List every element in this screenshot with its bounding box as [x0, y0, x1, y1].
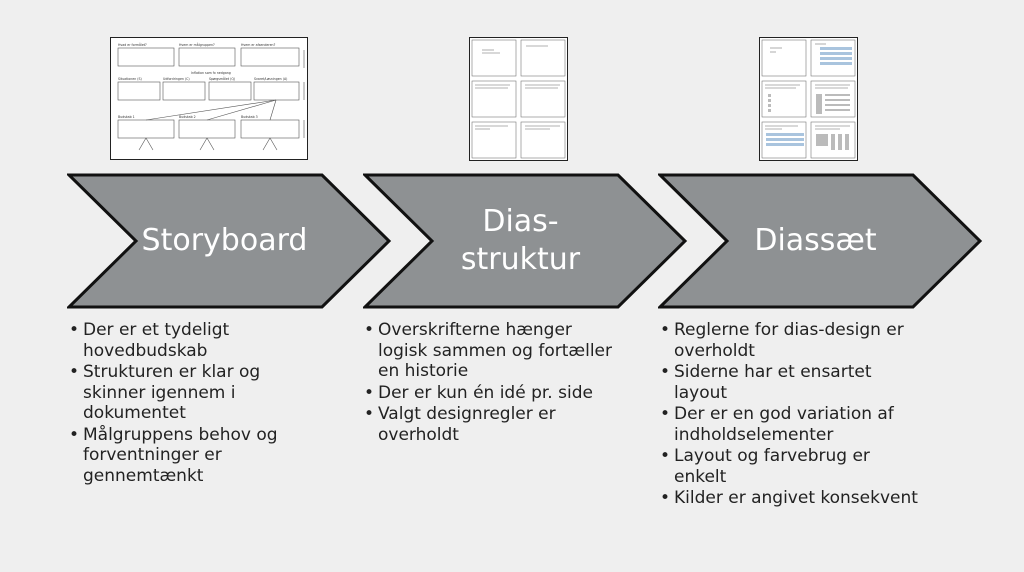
- list-item: Målgruppens behov og forventninger er ge…: [69, 425, 304, 487]
- list-item: Der er en god variation af indholdseleme…: [660, 404, 920, 445]
- thumb-mid-label: Svaret/Løsningen (A): [254, 77, 287, 81]
- slide-deck-thumbnail: [759, 37, 858, 161]
- stage-title-storyboard: Storyboard: [141, 223, 308, 258]
- thumb-mid-label: Spørgsmålet (Q): [209, 76, 235, 81]
- list-item: Kilder er angivet konsekvent: [660, 488, 920, 509]
- chevron-shape: [67, 173, 392, 309]
- list-item: Overskrifterne hænger logisk sammen og f…: [364, 320, 619, 382]
- slide-structure-thumbnail: [469, 37, 568, 161]
- stage-title-diassaet: Diassæt: [754, 223, 877, 258]
- thumb-bottom-label: Budskab 3: [241, 115, 258, 119]
- thumb-top-label: Hvem er målgruppen?: [179, 42, 215, 47]
- thumb-mid-label: Udfordringen (C): [163, 77, 190, 81]
- list-item: Reglerne for dias-design er overholdt: [660, 320, 920, 361]
- thumb-bottom-label: Budskab 2: [179, 115, 196, 119]
- list-item: Valgt designregler er overholdt: [364, 404, 619, 445]
- dias-struktur-criteria-list: Overskrifterne hænger logisk sammen og f…: [364, 320, 619, 446]
- diassaet-criteria-list: Reglerne for dias-design er overholdt Si…: [660, 320, 920, 510]
- storyboard-thumbnail: Hvad er formålet? Hvem er målgruppen? Hv…: [110, 37, 308, 160]
- chevron-storyboard: Storyboard: [67, 173, 392, 309]
- chevron-diassaet: Diassæt: [658, 173, 983, 309]
- chevron-dias-struktur: Dias- struktur: [363, 173, 688, 309]
- list-item: Siderne har et ensartet layout: [660, 362, 920, 403]
- chevron-shape: [658, 173, 983, 309]
- thumb-mid-caption: Inflation som fx nedgang: [191, 71, 231, 75]
- list-item: Der er et tydeligt hovedbudskab: [69, 320, 304, 361]
- chevron-shape: [363, 173, 688, 309]
- thumb-bottom-label: Budskab 1: [118, 115, 135, 119]
- thumb-mid-label: Situationen (S): [118, 77, 142, 81]
- list-item: Der er kun én idé pr. side: [364, 383, 619, 404]
- thumb-top-label: Hvad er formålet?: [118, 42, 147, 47]
- thumb-top-label: Hvem er afsenderen?: [241, 43, 276, 47]
- stage-title-dias-struktur: Dias- struktur: [460, 204, 581, 277]
- storyboard-criteria-list: Der er et tydeligt hovedbudskab Struktur…: [69, 320, 304, 487]
- list-item: Strukturen er klar og skinner igennem i …: [69, 362, 304, 424]
- list-item: Layout og farvebrug er enkelt: [660, 446, 920, 487]
